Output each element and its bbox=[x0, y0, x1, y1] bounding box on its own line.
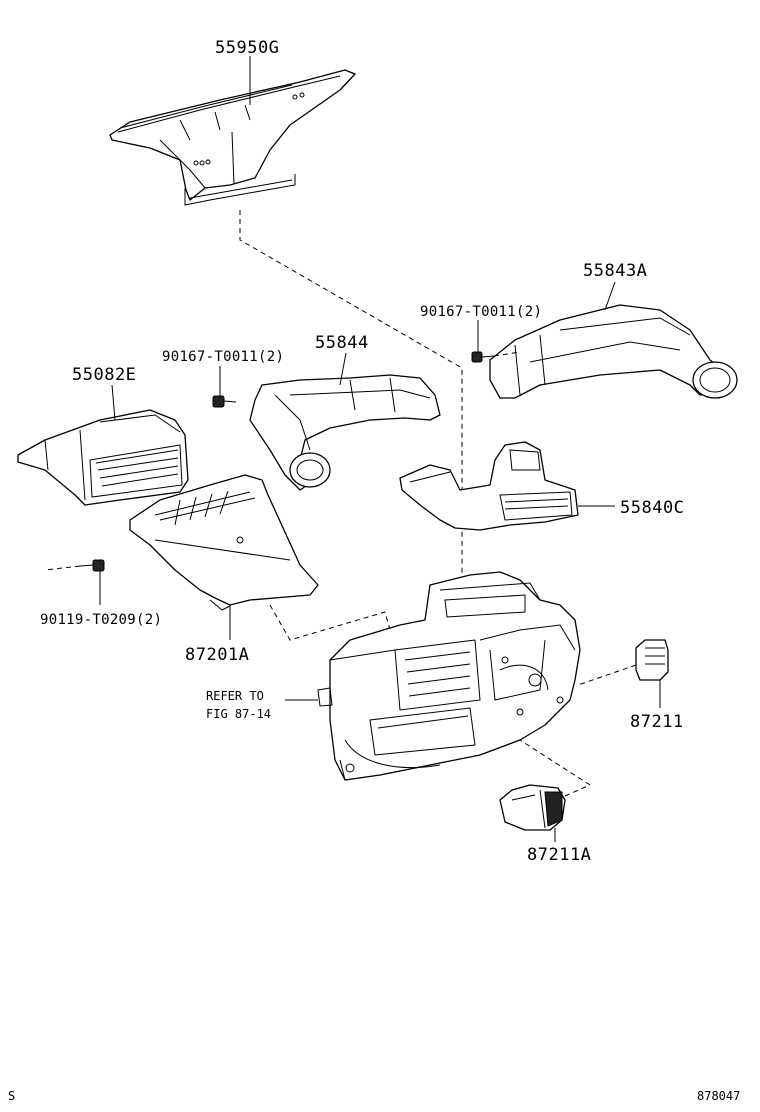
side-duct-55843a[interactable] bbox=[489, 304, 738, 399]
servo-87211a[interactable] bbox=[499, 784, 566, 831]
label-55843a: 55843A bbox=[583, 261, 647, 281]
diagram-id: 878047 bbox=[697, 1089, 740, 1103]
label-87211: 87211 bbox=[630, 712, 684, 732]
screw-90119[interactable] bbox=[79, 559, 105, 572]
screw-90167-left[interactable] bbox=[212, 395, 237, 408]
refer-to-line2: FIG 87-14 bbox=[206, 707, 271, 721]
label-55840c: 55840C bbox=[620, 498, 684, 518]
heater-blower-unit[interactable] bbox=[317, 571, 581, 781]
screw-90167-right[interactable] bbox=[471, 351, 495, 363]
label-87201a: 87201A bbox=[185, 645, 249, 665]
register-duct-55082e[interactable] bbox=[17, 409, 189, 506]
label-55950g: 55950G bbox=[215, 38, 279, 58]
label-90119: 90119-T0209(2) bbox=[40, 612, 162, 628]
label-55844: 55844 bbox=[315, 333, 369, 353]
footer-left-mark: S bbox=[8, 1089, 15, 1103]
duct-55840c[interactable] bbox=[399, 441, 579, 531]
label-87211a: 87211A bbox=[527, 845, 591, 865]
servo-87211[interactable] bbox=[635, 639, 669, 681]
refer-to-line1: REFER TO bbox=[206, 689, 264, 703]
label-90167-left: 90167-T0011(2) bbox=[162, 349, 284, 365]
center-duct-55844[interactable] bbox=[249, 374, 441, 491]
label-55082e: 55082E bbox=[72, 365, 136, 385]
label-90167-right: 90167-T0011(2) bbox=[420, 304, 542, 320]
defroster-nozzle-55950g[interactable] bbox=[109, 69, 356, 206]
air-guide-87201a[interactable] bbox=[129, 474, 319, 611]
